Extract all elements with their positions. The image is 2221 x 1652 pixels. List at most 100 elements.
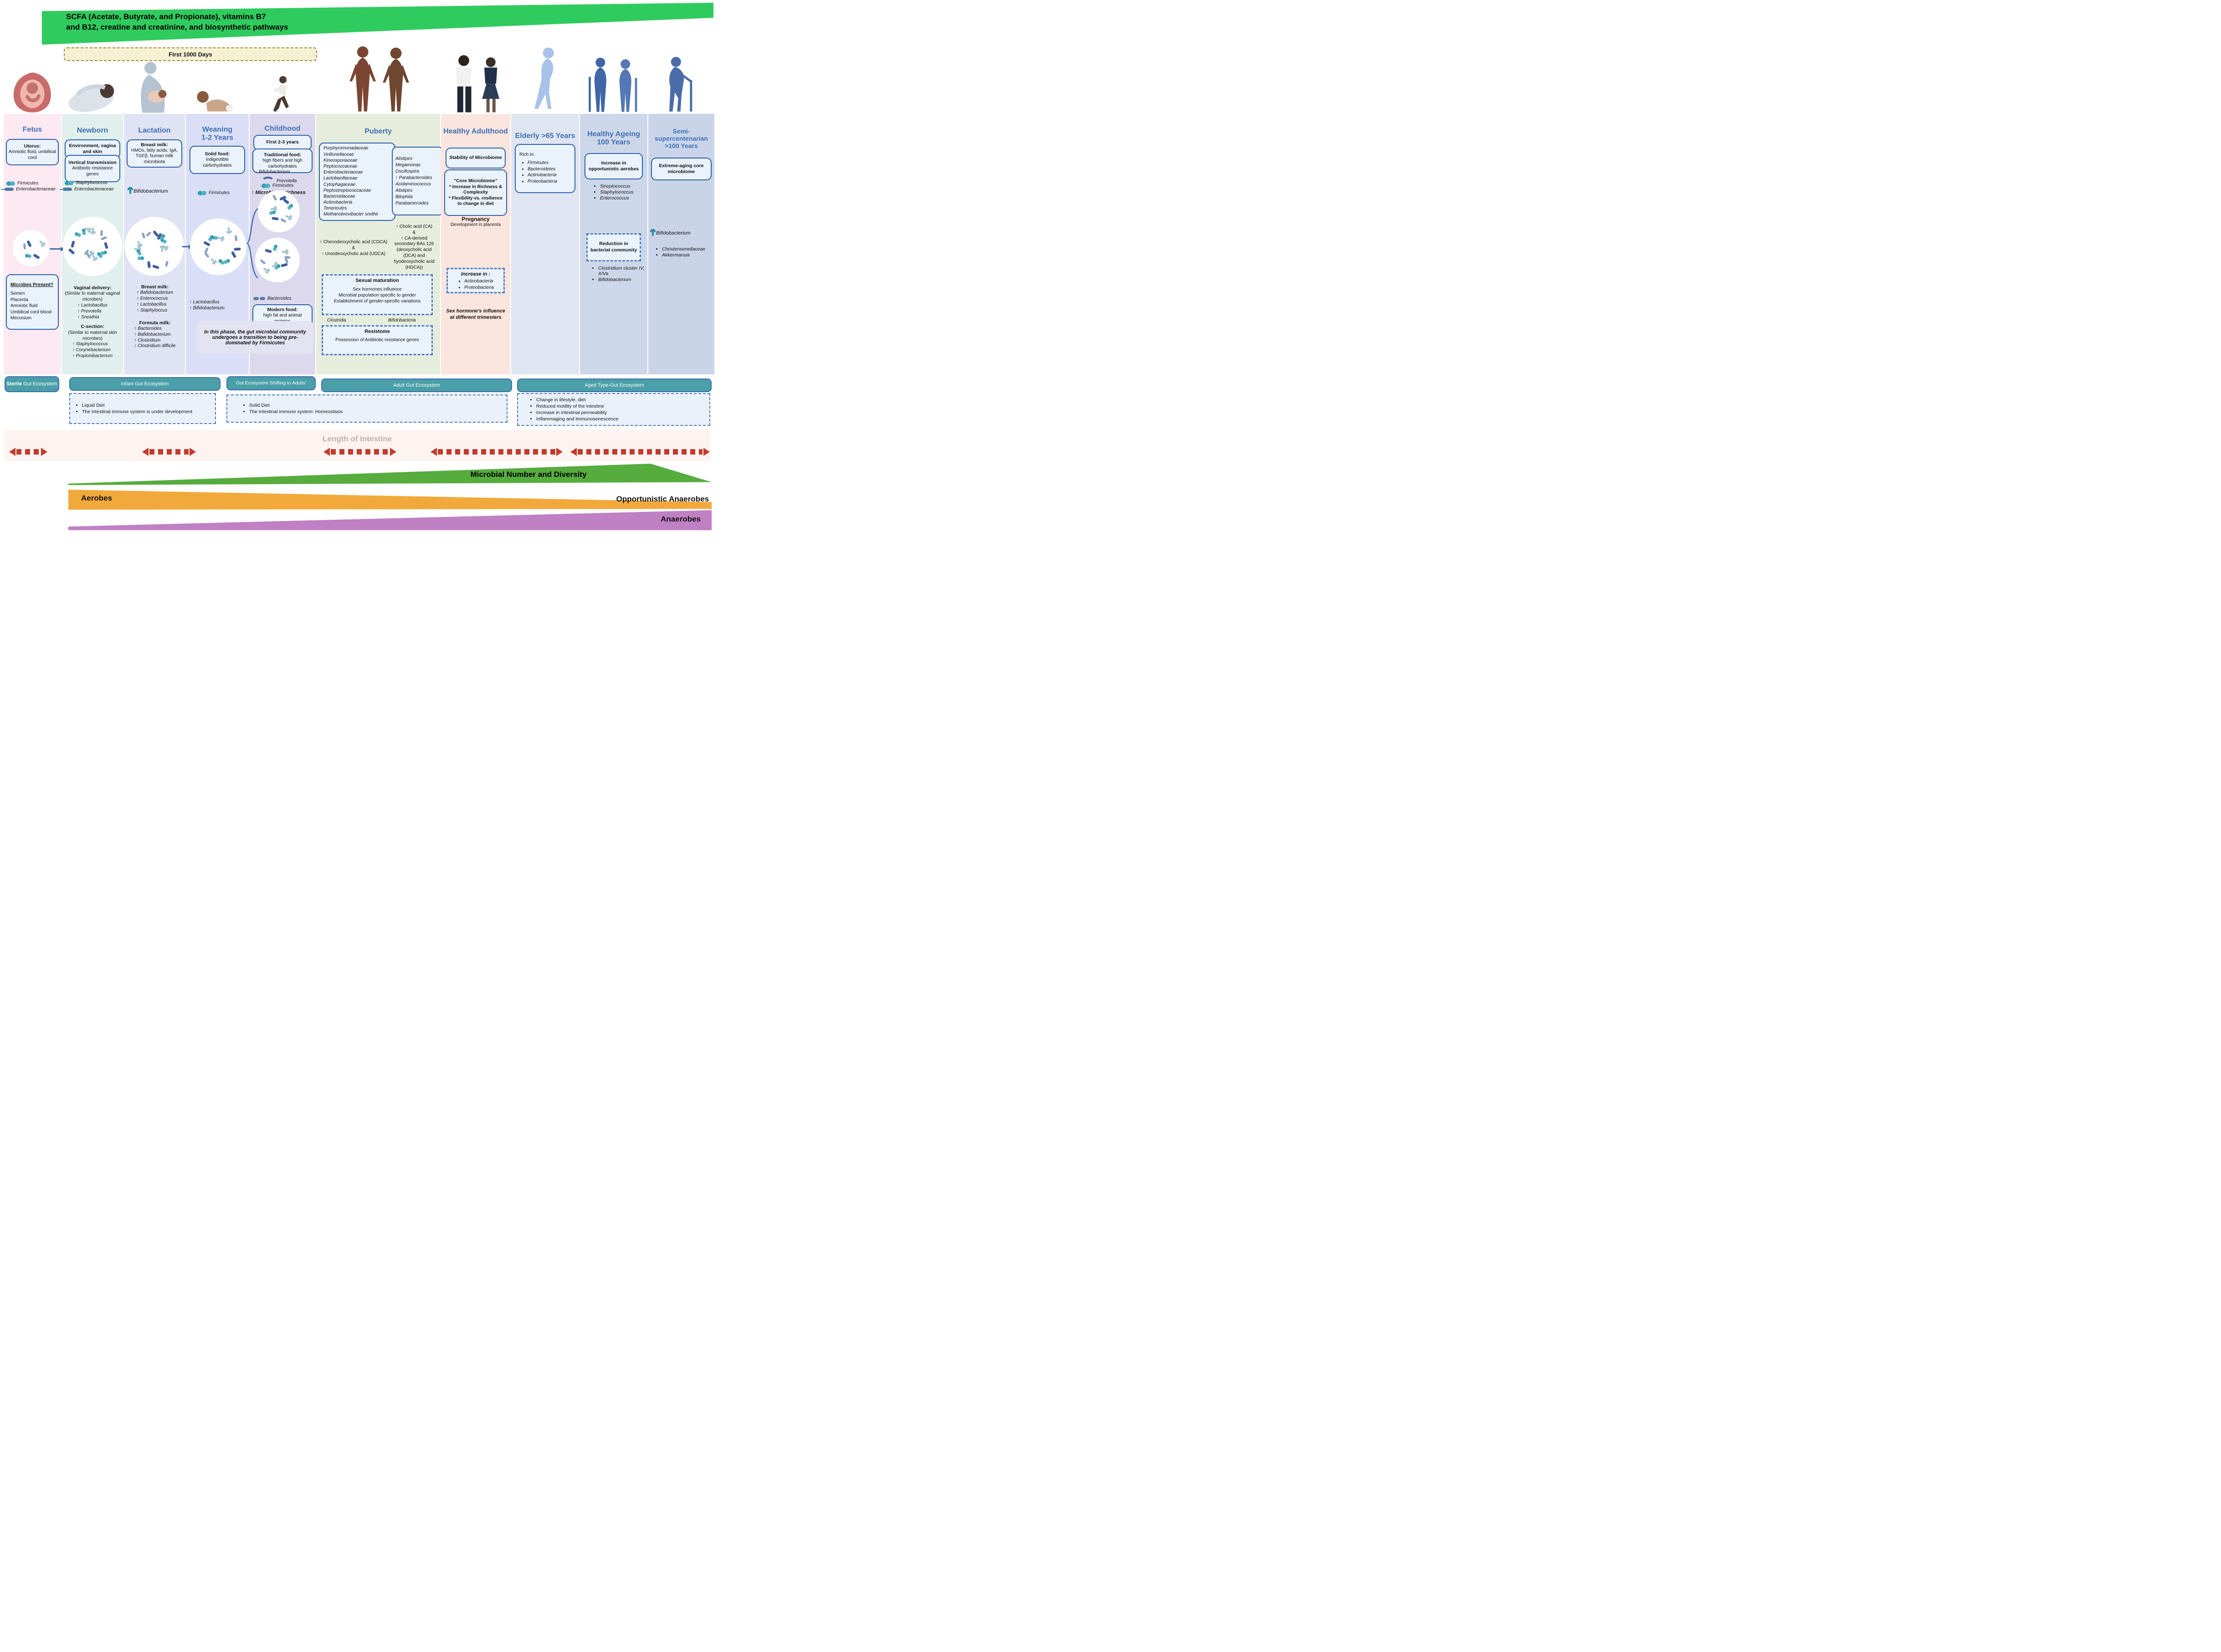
microbe-icon xyxy=(285,215,291,219)
microbe-icon xyxy=(68,248,76,255)
list-item: Solid Diet xyxy=(249,403,343,408)
list-item: Enterobacteriaceae xyxy=(323,170,363,175)
traditional-food-title: Traditional food: xyxy=(263,152,302,158)
cocci-icon xyxy=(65,180,73,185)
microbe-icon xyxy=(147,261,151,268)
teen-silhouettes-icon xyxy=(349,46,409,112)
list-item: Enterococcus xyxy=(600,195,634,201)
breast-milk-list: ↑ Bafidobacterium↑ Enterococcus↑ Lactoba… xyxy=(137,290,173,313)
scfa-banner-text: SCFA (Acetate, Butyrate, and Propionate)… xyxy=(66,12,288,33)
microbe-icon xyxy=(145,231,152,237)
nursing-mother-icon xyxy=(141,61,167,113)
microbe-icon xyxy=(231,251,237,259)
transition-note: In this phase, the gut microbial communi… xyxy=(197,321,313,354)
legend-prevotella: Prevotella xyxy=(262,177,297,185)
list-item: ↑ Bafidobacterium xyxy=(134,332,171,337)
person-with-cane-icon xyxy=(669,57,692,112)
list-item: Microbial population specific to gender xyxy=(338,293,416,298)
legend-label: Firmicutes xyxy=(17,181,39,186)
weaning-title-line1: Weaning xyxy=(202,126,233,133)
microbe-circle-lactation xyxy=(125,217,184,276)
increase-in-title: Increase in : xyxy=(461,271,491,277)
microbe-icon xyxy=(218,258,225,265)
bifidobacteria-label: Bifidobacteria xyxy=(388,318,416,323)
reduction-list: Clostridium cluster IV, XIVaBifidobacter… xyxy=(590,265,648,283)
extreme-aging-box: Extreme-aging core microbiome xyxy=(651,158,712,180)
csection-list: ↑ Staphylococcus↑ Corynebacterium↑ Propi… xyxy=(72,342,113,359)
opportunistic-aerobes-box: Increase in opportunistic aerobes xyxy=(585,153,643,179)
microbe-icon xyxy=(272,244,278,251)
legend-label: Enterobacteriaceae xyxy=(74,187,114,192)
list-item: Alistipes xyxy=(395,156,413,161)
legend-label: Bifidobacterium xyxy=(133,189,168,194)
list-item: Porphyromonadaceae xyxy=(323,146,369,151)
adult-notes-list: Solid DietThe intestinal immune system: … xyxy=(227,402,343,415)
sexual-maturation-title: Sexual maturation xyxy=(355,278,399,283)
microbe-icon xyxy=(136,249,142,256)
legend-label: Bacteroides xyxy=(267,296,292,301)
list-item: ↑ Prevotella xyxy=(77,308,102,314)
list-item: Bilophila xyxy=(395,194,413,199)
reduction-text: Reduction in bacterial community xyxy=(590,241,637,253)
first-1000-days-box: First 1000 Days xyxy=(64,47,317,61)
microbe-icon xyxy=(74,231,82,237)
microbe-icon xyxy=(161,246,164,252)
microbes-present-title: Microbes Present? xyxy=(10,282,53,288)
microbe-icon xyxy=(23,243,26,250)
formula-milk-title: Formula milk: xyxy=(139,320,171,326)
list-item: Actinobacteria xyxy=(528,173,557,179)
infant-ecosystem-notes: Liquid DietThe intestinal immune system … xyxy=(69,393,216,424)
legend-label: Firmicutes xyxy=(209,190,230,195)
cocci-icon xyxy=(262,183,270,188)
list-item: ↑ Lactobacillus xyxy=(136,302,167,307)
opportunistic-aerobes-text: Increase in opportunistic aerobes xyxy=(588,160,639,172)
resistome-box: Resistome Possession of Antibiotic resis… xyxy=(322,325,433,355)
list-item: Megamonas xyxy=(395,163,421,168)
microbe-icon xyxy=(137,240,141,246)
list-item: Peptococcaceae xyxy=(323,164,357,169)
running-child-icon xyxy=(273,76,289,112)
vaginal-list: ↑ Lactobacillus↑ Prevotella↑ Sneathia xyxy=(77,303,108,320)
weaning-increase-list-wrap: ↑ Lactobacillus↑ Bifidobacterium xyxy=(190,300,225,312)
cocci-icon xyxy=(6,181,15,186)
adulthood-figures xyxy=(441,51,510,114)
uterus-box-title: Uterus: xyxy=(24,143,41,149)
microbe-icon xyxy=(265,248,272,253)
infant-notes-list: Liquid DietThe intestinal immune system … xyxy=(70,402,192,415)
list-item: The intestinal immune system is under de… xyxy=(82,409,192,414)
fetus-title: Fetus xyxy=(22,126,42,133)
uterus-box: Uterus: Amniotic fluid, umbilical cord xyxy=(6,139,59,165)
list-item: Actinobacteria xyxy=(464,278,502,284)
list-item: * Flexibility vs. resilience to change i… xyxy=(448,195,503,207)
bifidobacterium-icon xyxy=(652,230,654,236)
modern-food-title: Modern food: xyxy=(267,307,298,312)
adulthood-title: Healthy Adulthood xyxy=(443,128,508,135)
list-item: Meconium xyxy=(10,316,32,321)
microbe-icon xyxy=(260,259,266,265)
aerobes-band xyxy=(68,490,712,510)
down-bifidobacterium: ↓ Bifidobacterium xyxy=(255,169,290,174)
infant-ecosystem-pill: Infant Gut Ecosystem xyxy=(69,377,221,391)
vaginal-delivery-title: Vaginal delivery: xyxy=(73,285,112,291)
list-item: Staphylococcus xyxy=(600,189,634,195)
walking-person-icon xyxy=(534,47,554,109)
sterile-rest: Gut Ecosystem xyxy=(22,381,57,387)
vertical-transmission-title: Vertical transmission xyxy=(68,159,117,165)
list-item: ↑ Lactobacillus xyxy=(77,303,108,308)
list-item: ↑ Ursodeoxycholic acid (UDCA) xyxy=(321,251,386,256)
curved-rod-icon xyxy=(262,177,274,185)
legend-label: Firmicutes xyxy=(272,183,294,188)
list-item: Reduced motility of the intestine xyxy=(536,404,618,409)
microbe-icon xyxy=(92,227,94,233)
elderly-figure xyxy=(511,46,579,114)
microbe-icon xyxy=(227,226,231,232)
childhood-title: Childhood xyxy=(264,125,301,133)
list-item: Change in lifestyle, diet xyxy=(536,397,618,403)
legend-firmicutes: Firmicutes xyxy=(6,181,38,186)
environment-box-text: Environment, vagina and skin xyxy=(69,143,116,154)
rich-in-label: Rich in: xyxy=(519,152,535,157)
solid-food-body: indigestible carbohydrates xyxy=(203,157,232,168)
flow-arrow xyxy=(50,247,65,251)
bile-left-lines: ↑ Chenodeoxycholic acid (CDCA)&↑ Ursodeo… xyxy=(317,240,390,257)
